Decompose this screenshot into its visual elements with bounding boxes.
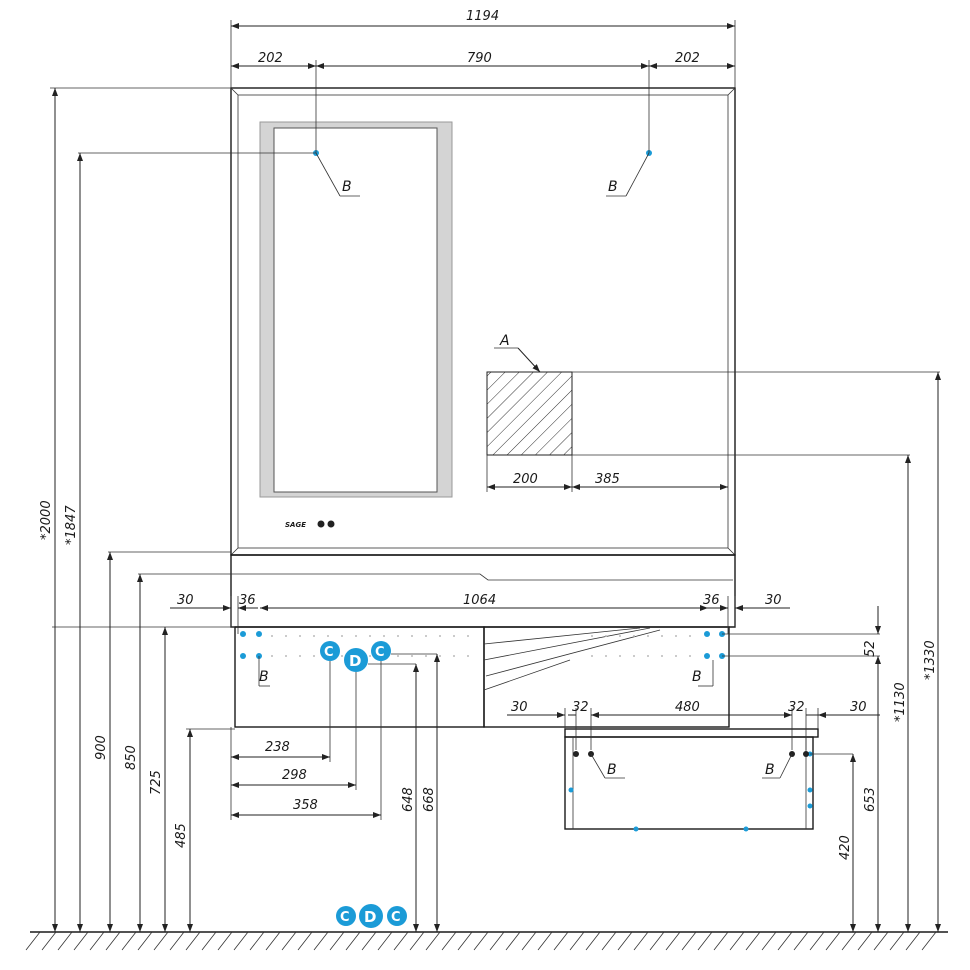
dim-hatch-width: 200 — [513, 472, 538, 487]
top-dimensions: 1194 202 790 202 — [230, 9, 736, 153]
dim-height-900: 900 — [94, 735, 109, 760]
dim-cabinet-width: 1064 — [463, 593, 496, 608]
switch-icon — [317, 520, 325, 528]
switch-icon — [327, 520, 335, 528]
dim-height-850: 850 — [124, 745, 139, 770]
dim-side-left: 202 — [258, 51, 283, 66]
drawer-unit: B B — [564, 728, 853, 832]
dim-drain-358: 358 — [293, 798, 318, 813]
dim-height-485: 485 — [174, 823, 189, 848]
dim-drawer-width: 480 — [675, 700, 700, 715]
dim-right-1330: *1330 — [923, 640, 938, 680]
badge-c: C — [375, 645, 385, 660]
dim-height-total: *2000 — [39, 500, 54, 540]
left-height-dimensions: *2000 *1847 900 850 725 485 — [39, 87, 316, 932]
dim-right-420: 420 — [838, 835, 853, 860]
dim-height-725: 725 — [149, 770, 164, 795]
vanity-width-dimensions: 30 36 1064 36 30 — [170, 593, 790, 634]
dim-648: 648 — [401, 787, 416, 812]
label-b: B — [342, 179, 352, 195]
drawer-width-dimensions: 30 32 480 32 30 — [507, 700, 880, 750]
mounting-zone-a: A 200 385 — [486, 333, 940, 492]
dim-drawer-gap-right: 30 — [850, 700, 867, 715]
badge-c: C — [340, 910, 350, 925]
dim-hatch-offset: 385 — [595, 472, 620, 487]
dim-right-52: 52 — [863, 640, 878, 657]
dim-total-width: 1194 — [466, 9, 499, 24]
mirror-cabinet: SAGE — [230, 87, 736, 556]
dim-drawer-gap-left: 30 — [511, 700, 528, 715]
badge-c: C — [324, 645, 334, 660]
dim-drawer-offset-left: 32 — [572, 700, 589, 715]
badge-d: D — [349, 652, 361, 670]
label-b: B — [608, 179, 618, 195]
floor-line — [25, 931, 948, 951]
dim-right-1130: *1130 — [893, 682, 908, 722]
dim-drain-238: 238 — [265, 740, 290, 755]
dim-offset-left: 36 — [239, 593, 256, 608]
label-a: A — [499, 333, 510, 349]
label-b: B — [607, 762, 617, 778]
dim-center-span: 790 — [467, 51, 492, 66]
cdc-badges-vanity: C D C — [320, 641, 437, 672]
label-b: B — [259, 669, 269, 685]
right-height-dimensions: 52 653 420 *1130 *1330 — [838, 372, 941, 932]
vanity-body — [234, 626, 730, 728]
vanity-mount-points: B B — [240, 631, 880, 687]
cdc-badges-floor: C D C — [336, 904, 407, 928]
countertop — [108, 551, 736, 628]
dim-drawer-offset-right: 32 — [788, 700, 805, 715]
label-b: B — [692, 669, 702, 685]
dim-gap-left: 30 — [177, 593, 194, 608]
badge-d: D — [364, 908, 376, 926]
brand-mark: SAGE — [285, 521, 306, 529]
drain-offset-dimensions: 238 298 358 — [230, 661, 382, 820]
dim-height-1847: *1847 — [64, 505, 79, 545]
dim-drain-298: 298 — [282, 768, 307, 783]
dim-668: 668 — [422, 787, 437, 812]
pipe-height-dimensions: 648 668 — [401, 654, 440, 932]
dim-right-653: 653 — [863, 787, 878, 812]
badge-c: C — [391, 910, 401, 925]
mount-point-b-left: B — [313, 150, 360, 197]
label-b: B — [765, 762, 775, 778]
dim-gap-right: 30 — [765, 593, 782, 608]
mount-point-b-right: B — [606, 150, 652, 197]
dim-offset-right: 36 — [703, 593, 720, 608]
dim-side-right: 202 — [675, 51, 700, 66]
